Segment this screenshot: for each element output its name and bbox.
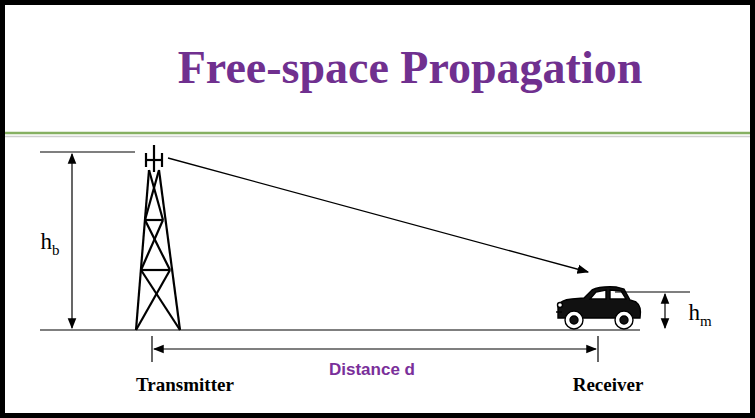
slide-title: Free-space Propagation — [178, 43, 643, 94]
transmitter-tower — [136, 145, 180, 330]
frame — [3, 3, 753, 416]
ground-line — [40, 329, 640, 330]
title-rule-shadow — [5, 136, 750, 138]
endpoint-label: Receiver — [573, 375, 644, 396]
title-rule — [5, 132, 750, 135]
hm-dimension — [615, 292, 690, 328]
hb-dimension — [40, 152, 135, 328]
receiver-car — [556, 287, 641, 329]
height-label: hm — [688, 300, 711, 330]
signal-ray — [168, 158, 588, 272]
distance-label: Distance d — [329, 361, 415, 380]
endpoint-label: Transmitter — [136, 375, 234, 396]
height-label: hb — [41, 229, 60, 259]
distance-dimension — [152, 336, 598, 362]
